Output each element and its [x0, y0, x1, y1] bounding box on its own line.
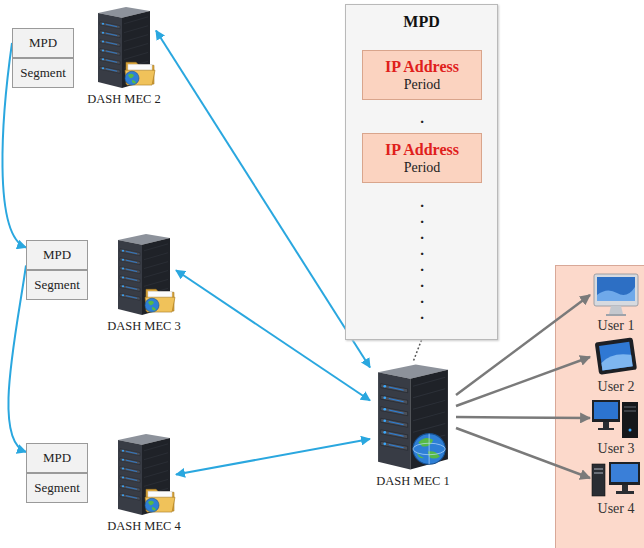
server-icon: [112, 232, 176, 317]
node-text: Segment: [32, 271, 82, 299]
ellipsis-dot: .: [420, 227, 424, 241]
node-text: Segment: [32, 474, 82, 502]
arrow-line: [456, 428, 590, 478]
ellipsis-dot: .: [420, 307, 424, 321]
node-label: DASH MEC 2: [87, 92, 161, 107]
user-device-icon: [590, 336, 642, 378]
node-text: MPD: [18, 29, 68, 57]
server-icon: [92, 5, 156, 90]
node-label: User 2: [598, 379, 635, 395]
user-device-icon: [590, 273, 642, 317]
mpd-panel: MPDIP AddressPeriodIP AddressPeriod.....…: [345, 4, 498, 340]
node-label: User 3: [598, 441, 635, 457]
arrow-line: [456, 357, 590, 406]
storage-box: MPD: [26, 443, 88, 473]
node-label: User 1: [598, 318, 635, 334]
user-device: User 3: [590, 396, 642, 440]
node-label: DASH MEC 1: [376, 474, 450, 489]
curved-arrow: [8, 266, 26, 453]
ellipsis-dot: .: [420, 275, 424, 289]
node-text: Segment: [18, 59, 68, 87]
node-label: DASH MEC 3: [107, 319, 181, 334]
server-icon: [112, 432, 176, 517]
server-node: DASH MEC 2: [92, 5, 156, 90]
ellipsis-dot: .: [420, 195, 424, 209]
period-text: Period: [404, 159, 441, 176]
node-label: DASH MEC 4: [107, 519, 181, 534]
panel-title: MPD: [346, 5, 497, 31]
user-device: User 1: [590, 273, 642, 317]
period-box: IP AddressPeriod: [362, 50, 482, 100]
ip-address-text: IP Address: [385, 57, 459, 76]
period-text: Period: [404, 76, 441, 93]
user-device: User 2: [590, 336, 642, 378]
ellipsis-dot: .: [420, 291, 424, 305]
user-device: User 4: [590, 456, 642, 500]
ellipsis-dot: .: [420, 211, 424, 225]
server-icon: [370, 362, 456, 472]
ellipsis-dot: .: [420, 111, 424, 125]
server-node: DASH MEC 3: [112, 232, 176, 317]
server-node: DASH MEC 4: [112, 432, 176, 517]
arrow-line: [176, 439, 370, 475]
ellipsis-dot: .: [420, 243, 424, 257]
node-text: MPD: [32, 444, 82, 472]
node-text: MPD: [32, 241, 82, 269]
server-node: DASH MEC 1: [370, 362, 456, 472]
arrow-line: [176, 270, 370, 400]
storage-box: MPD: [12, 28, 74, 58]
storage-box: MPD: [26, 240, 88, 270]
storage-box: Segment: [26, 270, 88, 300]
arrow-line: [456, 417, 590, 418]
storage-box: Segment: [26, 473, 88, 503]
arrow-line: [156, 31, 370, 368]
ip-address-text: IP Address: [385, 140, 459, 159]
node-label: User 4: [598, 501, 635, 517]
dotted-link: [413, 340, 422, 362]
user-device-icon: [590, 396, 642, 440]
period-box: IP AddressPeriod: [362, 133, 482, 183]
user-device-icon: [590, 456, 642, 500]
storage-box: Segment: [12, 58, 74, 88]
user-panel: [556, 266, 644, 548]
ellipsis-dot: .: [420, 259, 424, 273]
